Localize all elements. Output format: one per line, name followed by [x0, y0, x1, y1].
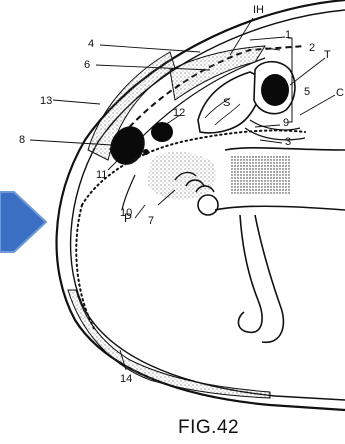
label-s: S [223, 98, 230, 109]
label-4: 4 [88, 39, 94, 50]
label-2: 2 [309, 43, 315, 54]
label-6: 6 [84, 60, 90, 71]
label-8: 8 [19, 135, 25, 146]
label-5: 5 [304, 87, 310, 98]
label-14: 14 [120, 374, 132, 385]
label-7: 7 [148, 216, 154, 227]
label-1: 1 [285, 30, 291, 41]
label-12: 12 [173, 108, 185, 119]
label-13: 13 [40, 96, 52, 107]
label-c: C [336, 88, 344, 99]
label-3: 3 [285, 137, 291, 148]
figure-caption: FIG.42 [178, 417, 239, 439]
label-ih: IH [253, 5, 264, 16]
label-9: 9 [283, 118, 289, 129]
label-11: 11 [96, 170, 107, 181]
label-p: P [124, 212, 132, 224]
label-t: T [324, 50, 331, 61]
